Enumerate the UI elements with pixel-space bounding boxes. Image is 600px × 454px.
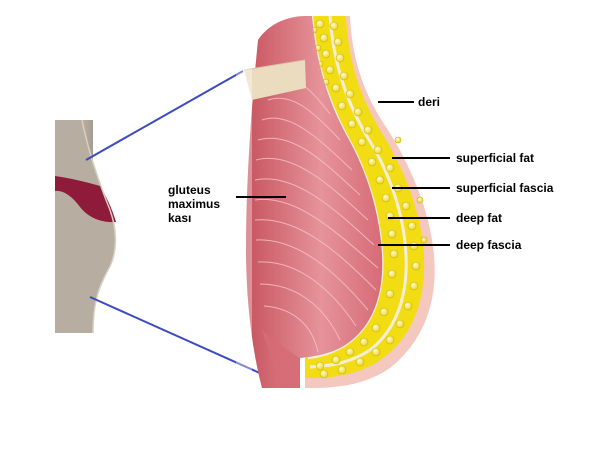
label-superficial-fat: superficial fat: [456, 151, 535, 165]
zoom-line-bottom: [89, 296, 263, 375]
label-deep-fat: deep fat: [456, 211, 503, 225]
buttock-silhouette-icon: [55, 119, 117, 334]
cross-section: [236, 15, 435, 388]
label-superficial-fascia: superficial fascia: [456, 181, 554, 195]
label-gluteus-text: gluteus maximus kası: [168, 183, 221, 225]
zoom-line-top: [85, 70, 244, 161]
label-gluteus-maximus: gluteus maximus kası: [168, 183, 238, 225]
label-deep-fascia: deep fascia: [456, 238, 522, 252]
label-deri: deri: [418, 95, 441, 109]
leader-lines: [236, 101, 450, 246]
tendon: [244, 60, 306, 100]
gluteus-maximus-muscle: [246, 16, 383, 388]
